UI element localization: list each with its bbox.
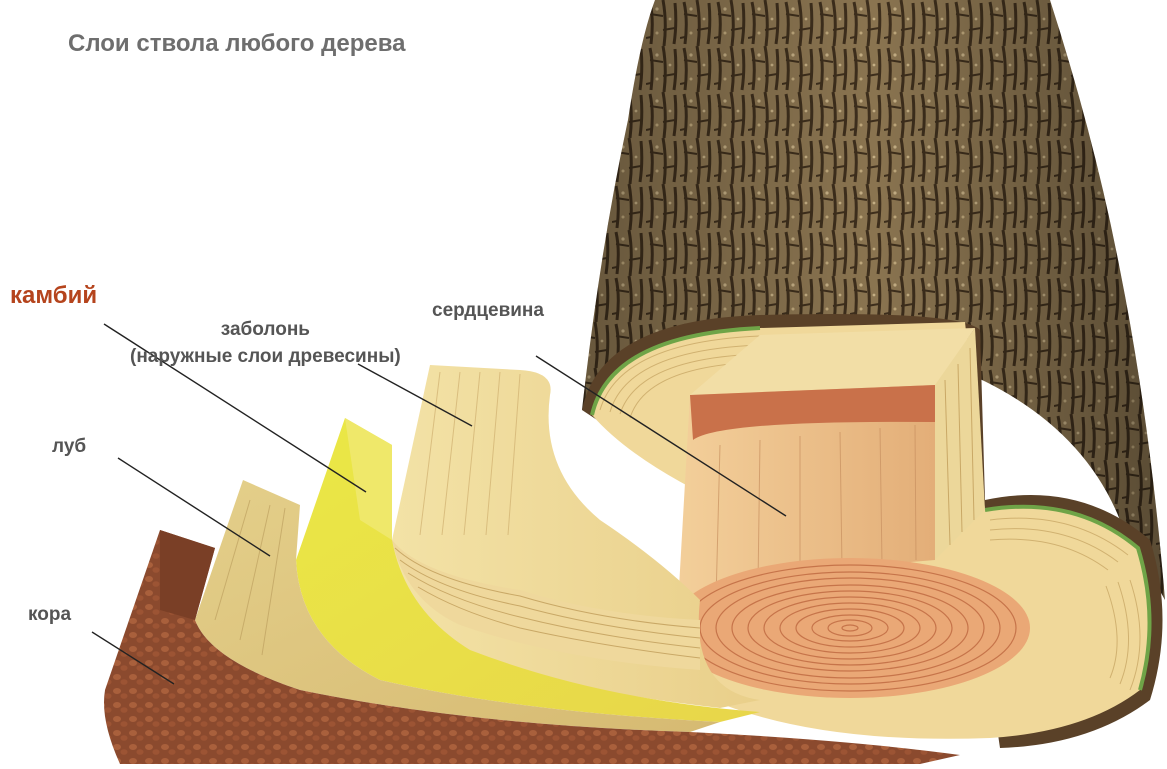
label-serdcevina: сердцевина [432, 300, 544, 322]
label-lub: луб [52, 436, 86, 458]
label-kora: кора [28, 604, 71, 626]
label-kambiy: камбий [10, 282, 97, 310]
label-zabolon: заболонь (наружные слои древесины) [130, 316, 401, 370]
page-title: Слои ствола любого дерева [68, 30, 406, 58]
label-zabolon-line1: заболонь [130, 316, 401, 343]
label-zabolon-line2: (наружные слои древесины) [130, 343, 401, 370]
